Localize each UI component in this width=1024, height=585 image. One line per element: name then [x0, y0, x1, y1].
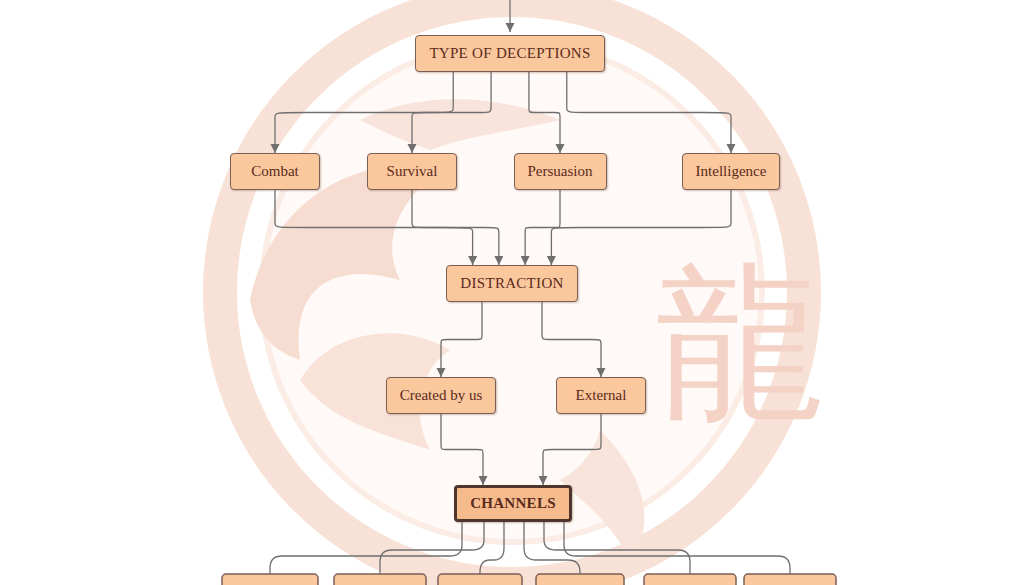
- box-label: DISTRACTION: [460, 276, 563, 291]
- box-label: Created by us: [400, 388, 482, 403]
- process-box: Created by us: [386, 377, 496, 414]
- connector-arrow: [567, 72, 731, 153]
- watermark-character: 龍: [655, 258, 825, 428]
- connector-arrow: [441, 302, 482, 377]
- connector-arrow: [412, 72, 491, 153]
- process-box: External: [556, 377, 646, 414]
- process-box: Persuasion: [514, 153, 607, 190]
- connector-arrow: [525, 190, 560, 265]
- box-label: CHANNELS: [470, 496, 556, 511]
- connector-arrow: [543, 414, 601, 485]
- connector-arrow: [412, 190, 499, 265]
- connector-arrow: [551, 190, 731, 265]
- box-label: TYPE OF DECEPTIONS: [429, 46, 590, 61]
- process-box: Combat: [230, 153, 320, 190]
- connector-arrow: [529, 72, 560, 153]
- box-label: Survival: [387, 164, 438, 179]
- connector-arrow: [441, 414, 483, 485]
- process-box: CHANNELS: [454, 485, 572, 522]
- process-box: DISTRACTION: [446, 265, 577, 302]
- connector-arrow: [542, 302, 601, 377]
- process-box: Intelligence: [682, 153, 781, 190]
- cut-off-boxes: [222, 574, 836, 585]
- process-box: Survival: [367, 153, 457, 190]
- box-label: Persuasion: [528, 164, 593, 179]
- box-label: Combat: [251, 164, 299, 179]
- incoming-arrow: [509, 0, 510, 32]
- dragon-shape: [360, 99, 560, 150]
- process-box: TYPE OF DECEPTIONS: [415, 35, 604, 72]
- box-label: Intelligence: [696, 164, 767, 179]
- box-label: External: [576, 388, 627, 403]
